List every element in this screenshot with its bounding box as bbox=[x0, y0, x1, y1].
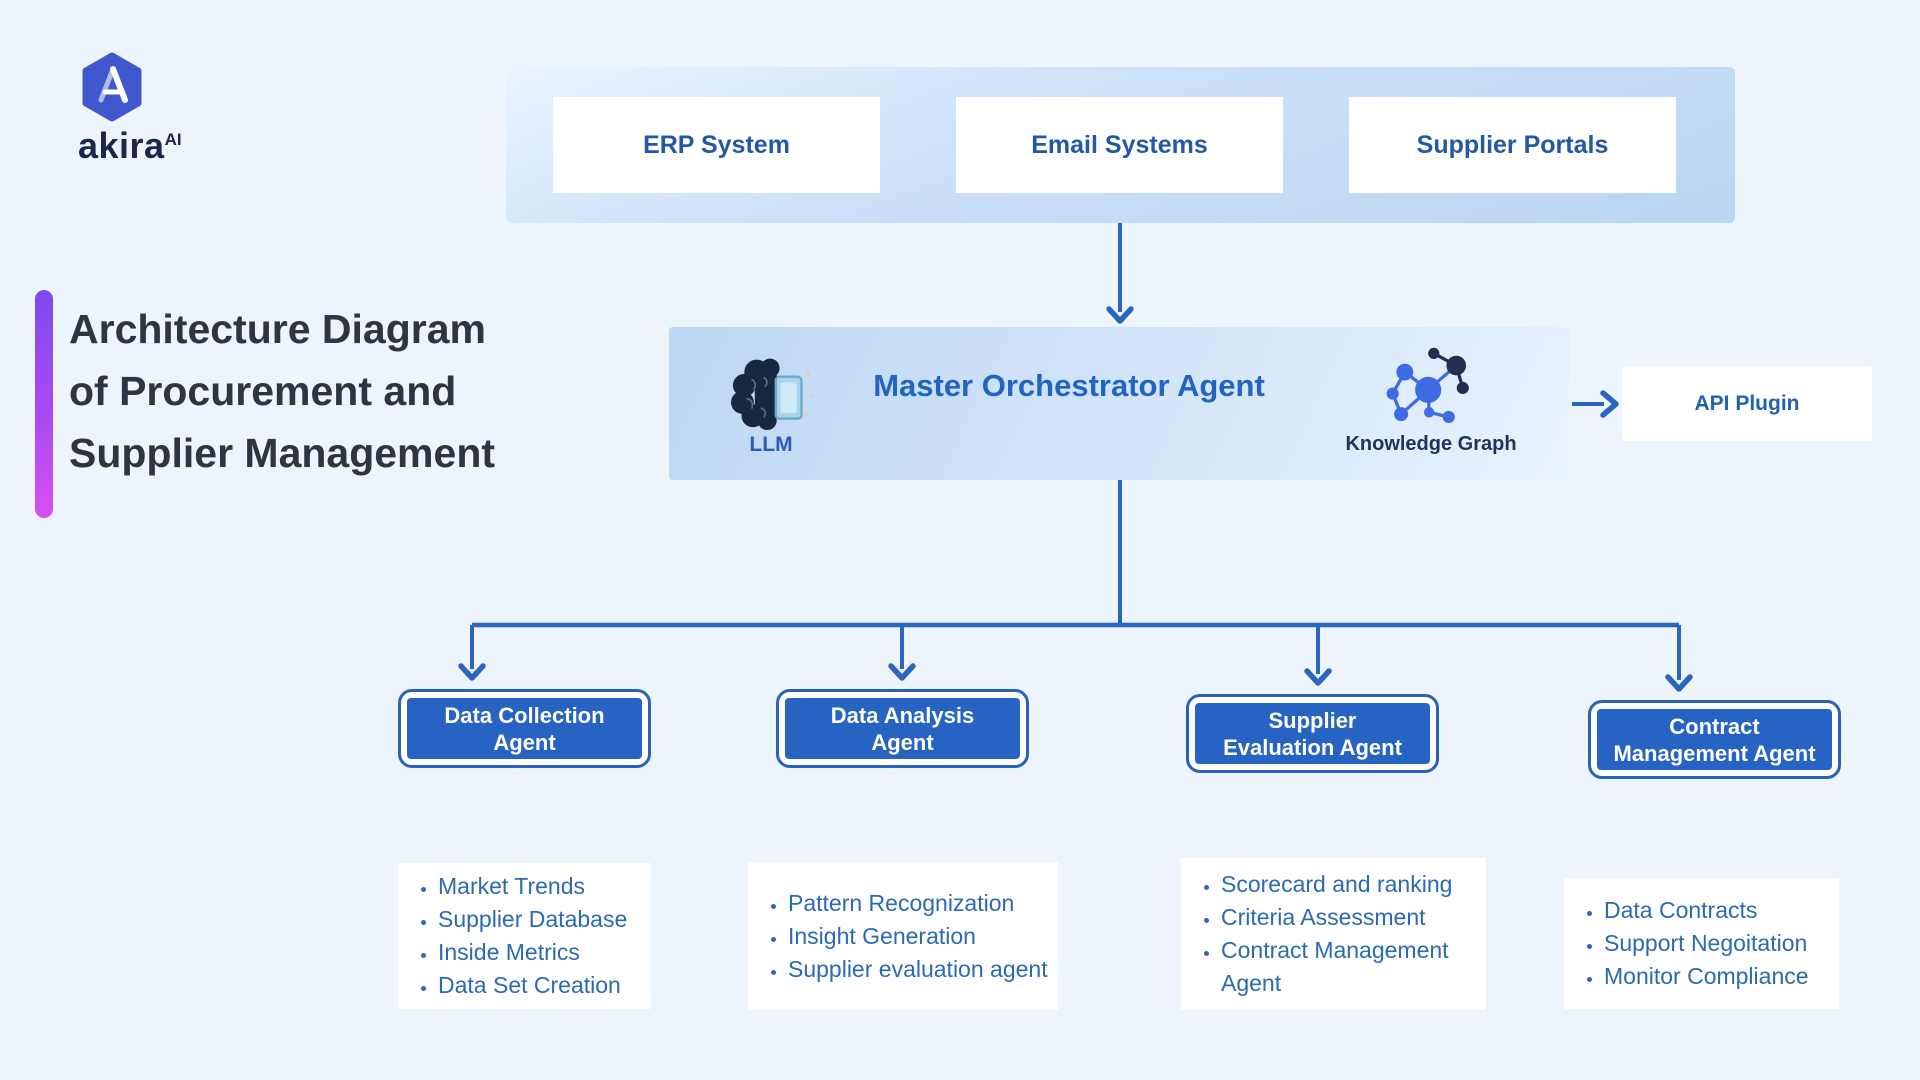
data-analysis-capabilities: Pattern Recognization Insight Generation… bbox=[748, 862, 1058, 1010]
orchestrator-title: Master Orchestrator Agent bbox=[873, 368, 1265, 403]
title-block: Architecture Diagram of Procurement and … bbox=[35, 290, 495, 518]
akira-logo: akiraAI bbox=[78, 52, 198, 164]
node-label: API Plugin bbox=[1694, 391, 1800, 415]
agent-label-line: Agent bbox=[871, 729, 934, 755]
list-item: Inside Metrics bbox=[438, 936, 627, 969]
list-item: Insight Generation bbox=[788, 920, 1048, 953]
knowledge-graph-label: Knowledge Graph bbox=[1345, 433, 1517, 455]
node-label: Email Systems bbox=[1031, 130, 1208, 159]
node-erp-system: ERP System bbox=[553, 97, 880, 193]
brand-suffix: AI bbox=[164, 130, 182, 149]
node-data-collection-agent: Data Collection Agent bbox=[398, 689, 651, 768]
node-supplier-evaluation-agent: Supplier Evaluation Agent bbox=[1186, 694, 1439, 773]
title-accent-bar bbox=[35, 290, 53, 518]
list-item: Monitor Compliance bbox=[1604, 960, 1809, 993]
agent-label-line: Contract bbox=[1669, 713, 1760, 739]
list-item: Supplier evaluation agent bbox=[788, 953, 1048, 986]
data-collection-capabilities: Market Trends Supplier Database Inside M… bbox=[398, 863, 651, 1009]
llm-block: LLM bbox=[711, 351, 831, 457]
akira-logo-icon bbox=[82, 52, 142, 122]
agent-label-line: Data Collection bbox=[444, 702, 605, 728]
list-item: Supplier Database bbox=[438, 903, 627, 936]
agent-label-line: Agent bbox=[493, 729, 556, 755]
title-line-3: Supplier Management bbox=[69, 430, 496, 476]
list-item: Data Contracts bbox=[1604, 894, 1809, 927]
llm-brain-icon bbox=[731, 358, 813, 431]
agent-label: Data Analysis Agent bbox=[785, 698, 1020, 759]
list-item: Criteria Assessment bbox=[1221, 901, 1476, 934]
agent-label-line: Supplier bbox=[1268, 707, 1357, 733]
knowledge-graph-icon bbox=[1386, 347, 1469, 424]
supplier-evaluation-capabilities: Scorecard and ranking Criteria Assessmen… bbox=[1181, 858, 1486, 1010]
brand-name: akira bbox=[78, 125, 165, 166]
node-api-plugin: API Plugin bbox=[1622, 366, 1872, 441]
knowledge-graph-block: Knowledge Graph bbox=[1331, 345, 1531, 456]
agent-label-line: Evaluation Agent bbox=[1223, 734, 1402, 760]
agent-label: Contract Management Agent bbox=[1597, 709, 1832, 770]
node-label: Supplier Portals bbox=[1416, 130, 1609, 159]
page-title: Architecture Diagram of Procurement and … bbox=[69, 298, 495, 518]
title-line-2: of Procurement and bbox=[69, 368, 457, 414]
list-item: Pattern Recognization bbox=[788, 887, 1048, 920]
list-item: Market Trends bbox=[438, 870, 627, 903]
llm-label: LLM bbox=[749, 433, 793, 456]
title-line-1: Architecture Diagram bbox=[69, 306, 486, 352]
agent-label: Supplier Evaluation Agent bbox=[1195, 703, 1430, 764]
node-data-analysis-agent: Data Analysis Agent bbox=[776, 689, 1029, 768]
node-email-systems: Email Systems bbox=[956, 97, 1283, 193]
source-systems-band: ERP System Email Systems Supplier Portal… bbox=[506, 67, 1735, 223]
list-item: Contract Management Agent bbox=[1221, 934, 1476, 1000]
list-item: Support Negoitation bbox=[1604, 927, 1809, 960]
brand-wordmark: akiraAI bbox=[78, 128, 198, 164]
node-contract-management-agent: Contract Management Agent bbox=[1588, 700, 1841, 779]
agent-label-line: Management Agent bbox=[1613, 740, 1816, 766]
node-master-orchestrator: LLM Master Orchestrator Agent bbox=[669, 327, 1569, 480]
agent-label: Data Collection Agent bbox=[407, 698, 642, 759]
agent-label-line: Data Analysis bbox=[830, 702, 975, 728]
node-label: ERP System bbox=[643, 130, 790, 159]
contract-management-capabilities: Data Contracts Support Negoitation Monit… bbox=[1564, 878, 1839, 1009]
list-item: Scorecard and ranking bbox=[1221, 868, 1476, 901]
node-supplier-portals: Supplier Portals bbox=[1349, 97, 1676, 193]
list-item: Data Set Creation bbox=[438, 969, 627, 1002]
